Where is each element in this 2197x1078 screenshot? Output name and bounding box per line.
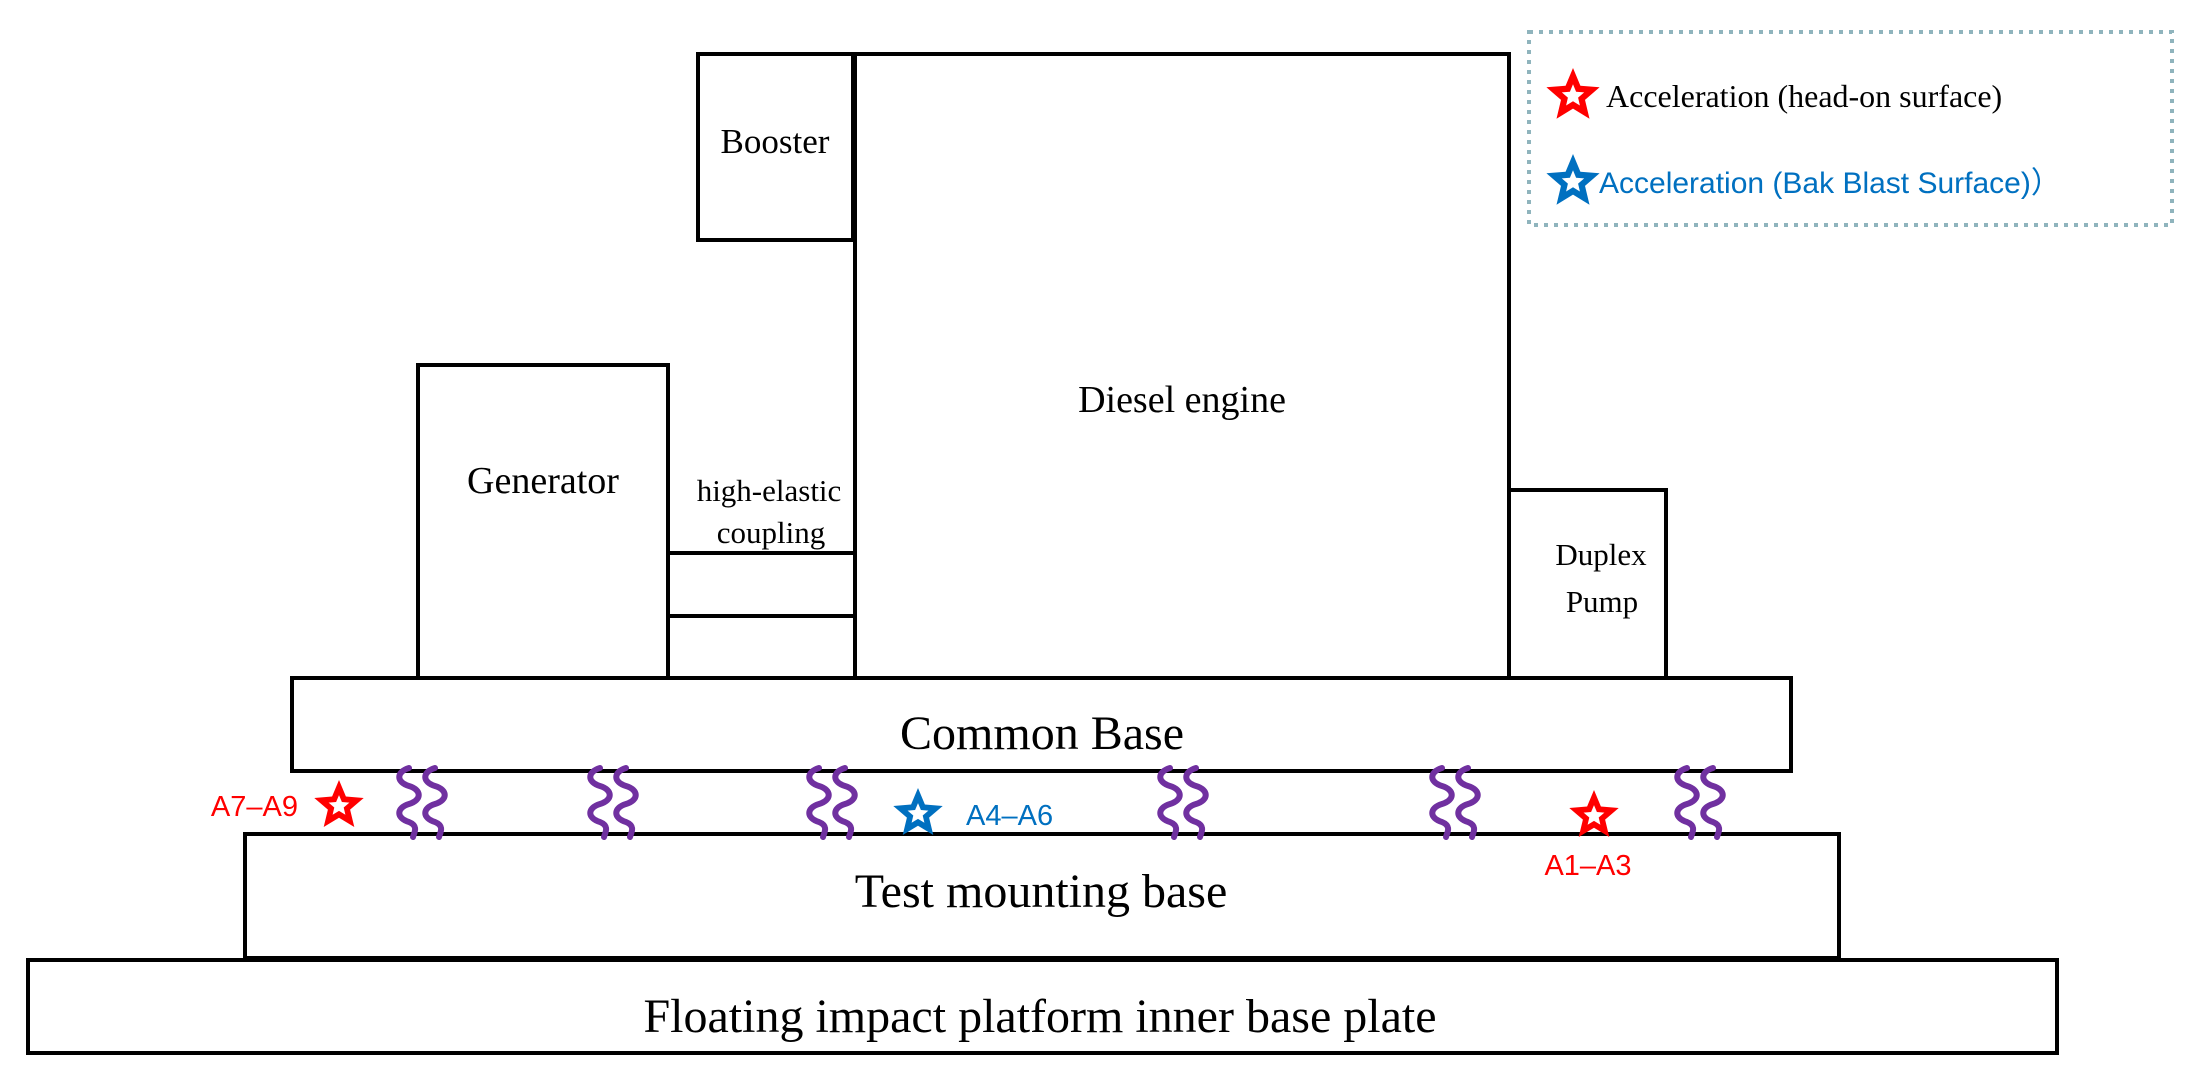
- high-elastic-coupling: high-elastic coupling: [666, 240, 857, 680]
- booster-label: Booster: [721, 122, 830, 161]
- legend-label-head-on: Acceleration (head-on surface): [1606, 78, 2002, 114]
- star-icon: [1546, 68, 1600, 119]
- booster: Booster: [696, 52, 855, 242]
- spring-isolator-icon: [399, 768, 445, 837]
- spring-isolator-icon: [1160, 768, 1206, 837]
- platform-label: Floating impact platform inner base plat…: [643, 990, 1436, 1043]
- coupling-label-line2: coupling: [717, 515, 826, 550]
- sensor-a1-a3-label: A1–A3: [1544, 850, 1631, 882]
- sensor-a1-a3: A1–A3: [1544, 790, 1632, 882]
- test-mounting-base: Test mounting base: [243, 832, 1841, 960]
- diesel-engine-label: Diesel engine: [1078, 379, 1286, 421]
- star-icon: [314, 780, 364, 827]
- test-base-label: Test mounting base: [855, 865, 1228, 918]
- legend-label-back-blast: Acceleration (Bak Blast Surface)）: [1599, 167, 2061, 200]
- legend-box: [1527, 30, 2174, 227]
- pump-label-line1: Duplex: [1555, 537, 1647, 572]
- floating-platform: Floating impact platform inner base plat…: [26, 958, 2059, 1055]
- sensor-a4-a6: A4–A6: [893, 788, 1053, 835]
- common-base: Common Base: [290, 676, 1793, 773]
- generator-label: Generator: [467, 460, 619, 502]
- star-icon: [1569, 790, 1619, 837]
- spring-isolator-icon: [1677, 768, 1723, 837]
- legend-item-head-on: Acceleration (head-on surface): [1546, 68, 2002, 119]
- spring-isolator-icon: [590, 768, 636, 837]
- legend: Acceleration (head-on surface) Accelerat…: [1527, 30, 2174, 227]
- star-icon: [893, 788, 943, 835]
- sensor-a7-a9: A7–A9: [211, 780, 364, 827]
- common-base-label: Common Base: [900, 707, 1184, 760]
- spring-isolator-icon: [809, 768, 855, 837]
- coupling-label-line1: high-elastic: [697, 473, 842, 508]
- sensor-a7-a9-label: A7–A9: [211, 791, 298, 823]
- sensor-a4-a6-label: A4–A6: [966, 800, 1053, 832]
- generator: Generator: [416, 363, 670, 680]
- duplex-pump: Duplex Pump: [1507, 488, 1668, 680]
- diesel-engine: Diesel engine: [853, 52, 1511, 680]
- pump-label-line2: Pump: [1566, 584, 1638, 619]
- isolators: [399, 768, 1723, 837]
- legend-item-back-blast: Acceleration (Bak Blast Surface)）: [1546, 154, 2061, 205]
- star-icon: [1546, 154, 1600, 205]
- spring-isolator-icon: [1432, 768, 1478, 837]
